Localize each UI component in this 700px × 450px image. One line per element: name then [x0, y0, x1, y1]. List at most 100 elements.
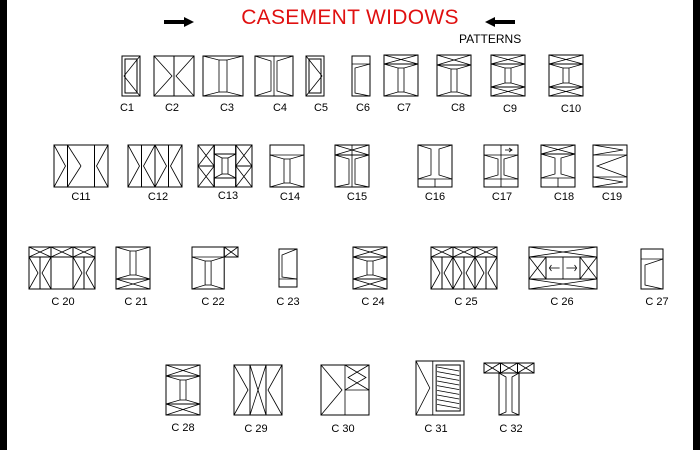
pattern-label-c19: C19	[601, 191, 623, 203]
louver	[437, 403, 460, 409]
swing-line	[347, 364, 370, 391]
cross-line	[436, 54, 472, 66]
frame	[490, 54, 526, 97]
pattern-drawing-c21	[115, 246, 151, 290]
swing-line	[354, 63, 371, 97]
cross-line	[579, 256, 598, 280]
swing-line	[483, 154, 499, 180]
swing-line	[334, 154, 350, 188]
swing-line	[465, 256, 476, 290]
pattern-drawing-c13	[197, 144, 253, 188]
sash	[173, 55, 195, 97]
pattern-label-c32: C 32	[499, 423, 523, 435]
pattern-drawing-c31	[415, 360, 465, 416]
frame	[548, 54, 584, 97]
window-pattern-c17	[483, 144, 519, 188]
swing-line	[644, 258, 664, 290]
pattern-drawing-c18	[540, 144, 576, 188]
swing-line	[214, 153, 223, 179]
pattern-drawing-c2	[153, 55, 195, 97]
swing-line	[510, 63, 526, 88]
pattern-label-c21: C 21	[124, 296, 148, 308]
frame	[498, 372, 520, 416]
pattern-drawing-c9	[490, 54, 526, 97]
sash	[153, 55, 175, 97]
pattern-drawing-c32	[483, 362, 535, 416]
swing-line	[115, 246, 131, 280]
sash	[485, 256, 498, 290]
cross-line	[490, 86, 526, 97]
window-pattern-c8	[436, 54, 472, 97]
window-pattern-c9	[490, 54, 526, 97]
cross-line	[165, 403, 201, 416]
window-pattern-c20	[28, 246, 96, 290]
swing-line	[269, 154, 285, 188]
pattern-drawing-c4	[254, 55, 294, 97]
swing-line	[96, 144, 109, 188]
pattern-drawing-c14	[269, 144, 305, 188]
window-pattern-c4	[254, 55, 294, 97]
window-pattern-c14	[269, 144, 305, 188]
pattern-drawing-c16	[417, 144, 453, 188]
cross-line	[483, 362, 501, 374]
swing-line	[354, 154, 370, 188]
pattern-label-c27: C 27	[645, 296, 669, 308]
pattern-label-c25: C 25	[454, 296, 478, 308]
cross-line	[548, 86, 584, 97]
swing-line	[210, 256, 225, 290]
swing-line	[487, 256, 498, 290]
swing-line	[143, 144, 156, 188]
window-pattern-c18	[540, 144, 576, 188]
sash-line	[67, 165, 82, 188]
pattern-drawing-c7	[383, 54, 419, 97]
pattern-drawing-c8	[436, 54, 472, 97]
swing-line	[574, 264, 578, 272]
swing-line	[595, 154, 628, 178]
swing-line	[443, 256, 454, 290]
swing-line	[452, 256, 463, 290]
swing-line	[430, 256, 441, 290]
swing-line	[254, 55, 272, 97]
cross-line	[517, 362, 535, 374]
swing-line	[289, 154, 305, 188]
frame	[213, 177, 237, 188]
swing-line	[592, 144, 624, 156]
swing-line	[233, 364, 249, 416]
swing-line	[227, 153, 236, 179]
swing-line	[281, 248, 298, 280]
pattern-drawing-c20	[28, 246, 96, 290]
swing-line	[456, 64, 472, 97]
swing-line	[415, 360, 431, 416]
cross-line	[528, 278, 598, 290]
window-pattern-c6	[351, 55, 371, 97]
cross-line	[223, 246, 239, 258]
swing-line	[185, 375, 201, 405]
cross-line	[528, 246, 598, 258]
pattern-label-c28: C 28	[171, 422, 195, 434]
cross-line	[249, 364, 267, 416]
louver	[437, 394, 460, 400]
pattern-label-c12: C12	[147, 191, 169, 203]
swing-line	[154, 144, 167, 188]
cross-line	[540, 144, 576, 155]
page-title: CASEMENT WIDOWS	[241, 6, 459, 29]
cross-line	[72, 246, 96, 258]
pattern-label-c20: C 20	[51, 296, 75, 308]
swing-line	[498, 372, 507, 416]
cross-line	[500, 362, 518, 374]
window-pattern-c30	[320, 364, 370, 416]
pattern-label-c16: C16	[424, 191, 446, 203]
window-pattern-c28	[165, 364, 201, 416]
arrow-right-icon	[164, 17, 194, 27]
swing-line	[165, 375, 181, 405]
pattern-drawing-c17	[483, 144, 519, 188]
swing-line	[153, 55, 173, 97]
pattern-label-c17: C17	[491, 191, 513, 203]
window-pattern-c23	[278, 248, 298, 288]
window-pattern-c3	[202, 55, 244, 97]
frame	[640, 248, 664, 290]
pattern-label-c2: C2	[164, 102, 180, 114]
swing-line	[417, 144, 432, 180]
pattern-label-c1: C1	[119, 102, 135, 114]
swing-line	[511, 372, 520, 416]
